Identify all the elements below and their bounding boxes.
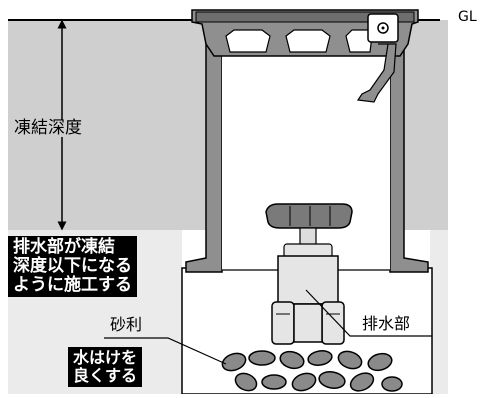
padlock-icon	[367, 13, 399, 43]
drain-part-label: 排水部	[362, 314, 411, 333]
soil-lower-right	[430, 230, 448, 394]
lid-rib-1	[225, 29, 271, 53]
valve-pipe-right	[321, 301, 345, 345]
gravel-leader	[104, 337, 227, 365]
valve-body	[277, 255, 339, 305]
gravel-label: 砂利	[110, 315, 143, 334]
valve-pipe-center	[293, 303, 323, 343]
note-drain-below-frost: 排水部が凍結 深度以下になる ように施工する	[8, 236, 137, 298]
lid-rib-2	[285, 29, 331, 53]
soil-right	[404, 20, 448, 230]
gravel-stones	[221, 350, 403, 392]
ground-level-label: GL	[458, 9, 477, 25]
valve-handle-icon	[265, 203, 353, 229]
lock-bar	[356, 43, 397, 103]
valve-pipe-left	[271, 301, 295, 345]
drain-part-leader	[305, 289, 432, 337]
note-improve-drainage: 水はけを 良くする	[68, 347, 143, 387]
lid-top	[195, 11, 415, 23]
frost-depth-label: 凍結深度	[14, 118, 82, 138]
valve-stem	[299, 227, 317, 247]
